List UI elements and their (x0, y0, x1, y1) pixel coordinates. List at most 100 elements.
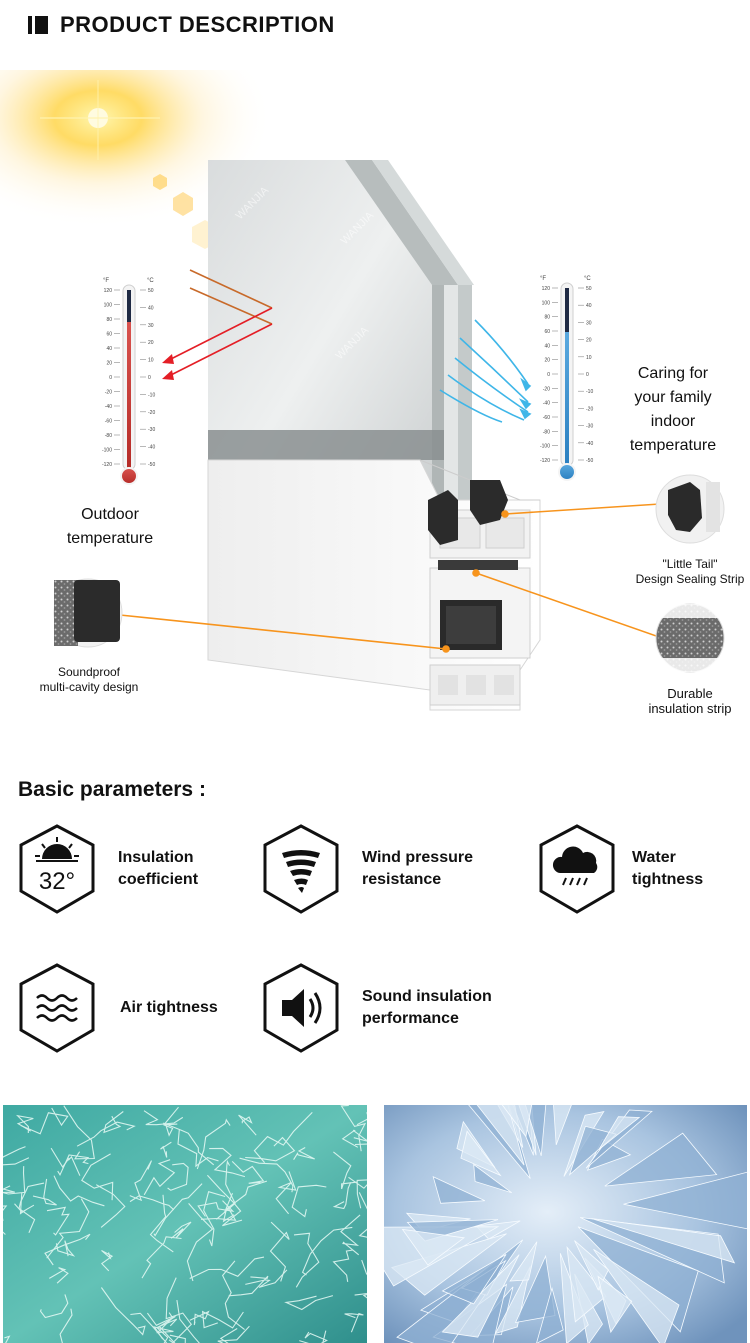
crack-line (169, 1334, 186, 1343)
crack-line (3, 1185, 15, 1193)
thermometer-tick-label: -30 (586, 424, 593, 430)
heat-rays (162, 269, 273, 380)
crack-line (44, 1233, 91, 1266)
crack-line (284, 1295, 334, 1311)
thermometer-tick-label: 20 (544, 358, 550, 364)
thermometer-tick-label: -60 (105, 419, 112, 425)
param-wind-pressure: Wind pressure resistance (262, 823, 473, 915)
crack-line (358, 1192, 367, 1238)
glass-shard (460, 1130, 502, 1177)
crack-line (167, 1162, 189, 1191)
thermometer-tick-label: 120 (542, 286, 551, 292)
thermometer-tick-label: -40 (105, 404, 112, 410)
glass-shard (401, 1228, 466, 1266)
crack-line (59, 1308, 73, 1343)
cracked-glass-image (3, 1105, 367, 1343)
thermometer-tick-label: -20 (105, 390, 112, 396)
crack-line (163, 1106, 179, 1137)
glass-shard (509, 1241, 538, 1282)
crack-line (291, 1184, 327, 1218)
crack-line (39, 1294, 69, 1319)
crack-line (53, 1175, 105, 1207)
crack-line (3, 1146, 30, 1166)
basic-parameters-title: Basic parameters : (18, 778, 206, 801)
crack-line (340, 1214, 361, 1256)
thermometer-tick-label: 80 (106, 317, 112, 323)
svg-text:°C: °C (147, 278, 154, 284)
section-header: PRODUCT DESCRIPTION (28, 12, 335, 38)
insulation-strip-label: Durable insulation strip (648, 686, 732, 716)
crack-line (196, 1118, 231, 1170)
tornado-icon (263, 824, 339, 914)
crack-line (143, 1110, 184, 1126)
crack-line (130, 1312, 168, 1343)
glass-shard (591, 1218, 736, 1264)
thermometer-tick-label: -20 (148, 410, 155, 416)
crack-line (293, 1147, 315, 1160)
glass-shard (468, 1105, 531, 1179)
soundproof-label: Soundproof multi-cavity design (39, 665, 139, 694)
indoor-thermometer: °F °C 120100806040200-20-40-60-80-100-12… (540, 276, 593, 481)
crack-line (163, 1122, 215, 1166)
glass-shard (566, 1245, 607, 1323)
thermometer-tick-label: -50 (148, 462, 155, 468)
param-water-tightness: Water tightness (538, 823, 703, 915)
crack-line (348, 1176, 367, 1209)
crack-line (275, 1171, 297, 1215)
thermometer-tick-label: 10 (586, 355, 592, 361)
crack-line (32, 1178, 57, 1206)
outdoor-thermometer: °F °C 120100806040200-20-40-60-80-100-12… (102, 278, 155, 485)
glass-shard (525, 1105, 547, 1157)
param-insulation-label: Insulation coefficient (118, 849, 199, 888)
thermometer-tick-label: 0 (586, 372, 589, 378)
rain-cloud-icon (539, 824, 615, 914)
svg-text:°C: °C (584, 276, 591, 282)
thermometer-tick-label: 30 (148, 323, 154, 329)
shattered-glass-image (384, 1105, 747, 1343)
crack-line (217, 1325, 250, 1343)
crack-line (239, 1157, 294, 1193)
crack-line (299, 1331, 328, 1343)
crack-line (186, 1203, 214, 1282)
thermometer-tick-label: -40 (543, 401, 550, 407)
thermometer-tick-label: 60 (106, 332, 112, 338)
indoor-temperature-label: Caring for your family indoor temperatur… (629, 365, 717, 454)
crack-line (3, 1166, 26, 1195)
glass-shard (568, 1125, 618, 1176)
crack-line (332, 1182, 352, 1210)
outdoor-temperature-label: Outdoor temperature (66, 506, 154, 547)
cracked-glass-photo (3, 1105, 367, 1343)
crack-line (293, 1232, 320, 1288)
speaker-icon (263, 963, 339, 1053)
thermometer-tick-label: -80 (543, 429, 550, 435)
callout-lines (119, 503, 663, 653)
param-sound-insulation: Sound insulation performance (262, 962, 492, 1054)
insulation-strip-detail (655, 603, 725, 673)
crack-line (81, 1153, 114, 1201)
thermometer-tick-label: 120 (104, 288, 113, 294)
glass-shard (432, 1175, 486, 1204)
thermometer-tick-label: 40 (544, 343, 550, 349)
crack-line (63, 1105, 95, 1160)
thermometer-tick-label: 50 (148, 288, 154, 294)
crack-line (301, 1226, 353, 1276)
thermometer-tick-label: -30 (148, 427, 155, 433)
diagram-svg: WANJIA WANJIA WANJIA WANJIA WANJIA (0, 70, 725, 711)
crack-line (219, 1328, 238, 1343)
glass-shard (536, 1286, 564, 1343)
glass-shard (604, 1132, 718, 1187)
crack-line (153, 1183, 203, 1237)
param-insulation: 32° Insulation coefficient (18, 823, 198, 915)
thermometer-tick-label: 30 (586, 320, 592, 326)
shattered-glass-photo (384, 1105, 747, 1343)
thermometer-tick-label: 40 (586, 303, 592, 309)
param-wind-pressure-label: Wind pressure resistance (362, 849, 473, 888)
crack-line (149, 1194, 174, 1253)
window-profile-diagram: WANJIA WANJIA WANJIA WANJIA WANJIA (0, 70, 750, 730)
crack-line (344, 1312, 364, 1333)
crack-line (57, 1154, 90, 1176)
glass-shard (623, 1171, 747, 1230)
crack-line (189, 1310, 210, 1326)
crack-line (228, 1275, 269, 1297)
